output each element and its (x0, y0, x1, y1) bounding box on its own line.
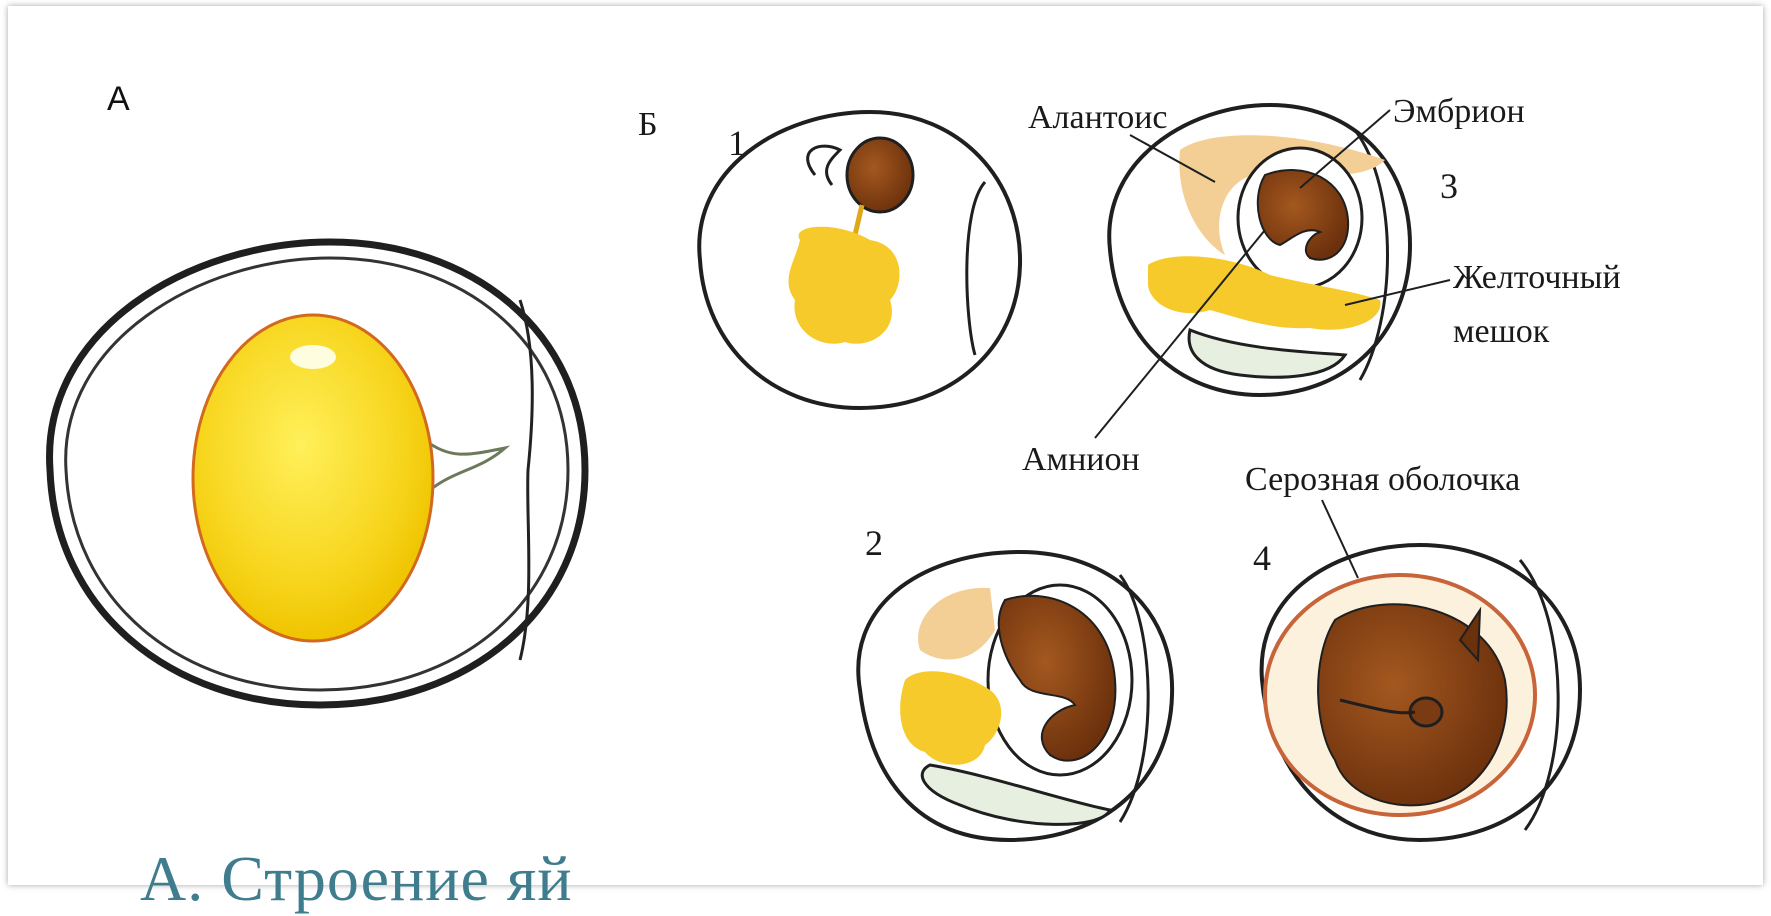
allantois-label: Алантоис (1028, 99, 1168, 136)
slide-caption: А. Строение яй (140, 842, 573, 916)
embryo-label: Эмбрион (1393, 93, 1525, 130)
stage-3-egg: 3 (1109, 105, 1458, 395)
egg-structure-figure (50, 242, 585, 705)
stage-4-egg: 4 (1253, 538, 1580, 840)
stage-1-egg: 1 (699, 112, 1020, 408)
yolk-sac-label-line1: Желточный (1453, 259, 1621, 296)
embryo-development-diagram: Б 1 2 3 4 (0, 0, 1771, 885)
stage-1-yolk-sac (789, 227, 900, 344)
stage-4-number: 4 (1253, 538, 1271, 578)
germinal-disc (290, 345, 336, 369)
serosa-label: Серозная оболочка (1245, 461, 1520, 498)
panel-b-label: Б (638, 106, 658, 143)
stage-3-number: 3 (1440, 166, 1458, 206)
stage-2-egg: 2 (858, 523, 1172, 840)
amnion-label: Амнион (1022, 441, 1140, 478)
stage-2-number: 2 (865, 523, 883, 563)
stage-1-embryo (847, 138, 913, 212)
yolk-sac-label-line2: мешок (1453, 313, 1550, 350)
